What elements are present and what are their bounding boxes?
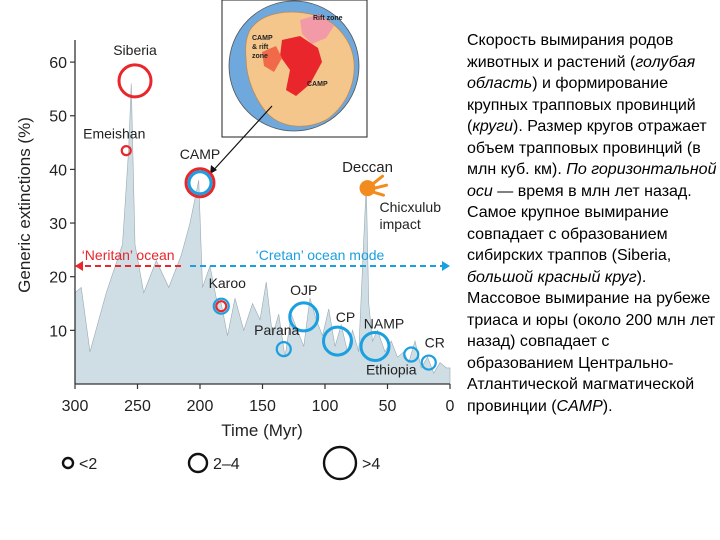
- province-label: Siberia: [113, 42, 157, 58]
- ocean-mode-label: ‘Neritan’ ocean: [82, 247, 175, 263]
- province-circle: [420, 354, 437, 371]
- province-label: Karoo: [209, 275, 247, 291]
- description-part: Скорость вымирания родов животных и раст…: [467, 32, 674, 71]
- x-tick-label: 150: [249, 398, 276, 415]
- x-tick-label: 300: [62, 398, 89, 415]
- y-tick-label: 10: [49, 323, 67, 340]
- chicxulub-label: Chicxulub: [380, 199, 442, 215]
- province-circle: [120, 145, 132, 157]
- map-label-camp-rift-3: zone: [252, 53, 268, 60]
- chicxulub-impact-rays: [371, 174, 388, 197]
- legend-circle: [322, 445, 358, 481]
- province-circle: [215, 300, 228, 313]
- extinction-chart: Rift zone CAMP & rift zone CAMP 10 20 30 40…: [15, 0, 455, 481]
- x-tick-label: 200: [187, 398, 214, 415]
- x-tick-label: 250: [124, 398, 151, 415]
- y-tick-label: 20: [49, 270, 67, 287]
- map-label-rift-zone: Rift zone: [313, 15, 343, 22]
- province-label: CP: [336, 309, 355, 325]
- legend-label: 2–4: [213, 456, 240, 473]
- province-circle: [117, 63, 153, 99]
- map-pointer-line: [209, 105, 273, 175]
- y-axis-label: Generic extinctions (%): [15, 117, 34, 293]
- description-text: Скорость вымирания родов животных и раст…: [467, 30, 717, 417]
- ocean-mode-label: ‘Cretan’ ocean mode: [256, 247, 385, 263]
- province-circle: [275, 341, 292, 358]
- legend-label: <2: [79, 456, 97, 473]
- description-emphasis: круги: [472, 118, 514, 135]
- description-part: ). Массовое вымирание на рубеже триаса и…: [467, 268, 716, 415]
- province-circle: [288, 301, 320, 333]
- legend-circle: [187, 452, 209, 474]
- y-tick-label: 50: [49, 109, 67, 126]
- map-label-camp-rift-2: & rift: [252, 44, 269, 51]
- province-label: NAMP: [364, 315, 404, 331]
- description-part: ). Размер кругов отражает объем трапповы…: [467, 118, 707, 178]
- chicxulub-label: impact: [380, 216, 421, 232]
- x-tick-label: 50: [379, 398, 397, 415]
- legend-label: >4: [362, 456, 380, 473]
- province-label: Ethiopia: [366, 361, 417, 377]
- size-legend: <2 2–4 >4: [61, 445, 380, 481]
- deccan-label: Deccan: [342, 159, 393, 176]
- province-circle: [212, 297, 230, 315]
- description-part: ).: [602, 397, 613, 415]
- description-emphasis: большой красный круг: [467, 268, 637, 286]
- legend-circle: [61, 456, 75, 470]
- province-label: CR: [425, 335, 445, 351]
- description-emphasis: По горизонтальной оси: [467, 161, 717, 200]
- province-circle: [322, 325, 353, 357]
- description-emphasis: голубая область: [467, 53, 696, 93]
- pangea-map-inset: Rift zone CAMP & rift zone CAMP: [209, 0, 368, 175]
- map-label-camp-rift-1: CAMP: [252, 35, 273, 42]
- province-circle: [187, 170, 213, 196]
- y-tick-label: 30: [49, 216, 67, 233]
- province-circle: [359, 330, 391, 362]
- x-tick-label: 0: [446, 398, 455, 415]
- description-part: — время в млн лет назад. Самое крупное в…: [467, 182, 692, 265]
- plot-area: 10 20 30 40 50 60 300 250 200 150 100 50 0 ‘Neritan’ …: [49, 40, 455, 415]
- province-circle: [403, 346, 420, 363]
- y-tick-label: 60: [49, 55, 67, 72]
- province-label: OJP: [290, 282, 317, 298]
- y-tick-label: 40: [49, 162, 67, 179]
- province-circle: [184, 167, 216, 199]
- province-label: CAMP: [180, 146, 220, 162]
- province-label: Emeishan: [83, 126, 145, 142]
- x-axis-label: Time (Myr): [221, 421, 303, 440]
- map-pointer-arrowhead: [210, 165, 217, 174]
- x-tick-label: 100: [312, 398, 339, 415]
- province-label: Parana: [254, 322, 299, 338]
- ocean-mode-arrowhead: [442, 260, 450, 271]
- map-label-camp: CAMP: [307, 81, 328, 88]
- description-emphasis: CAMP: [556, 397, 603, 415]
- description-part: ) и формирование крупных трапповых прови…: [467, 75, 696, 135]
- ocean-mode-arrowhead: [75, 260, 83, 271]
